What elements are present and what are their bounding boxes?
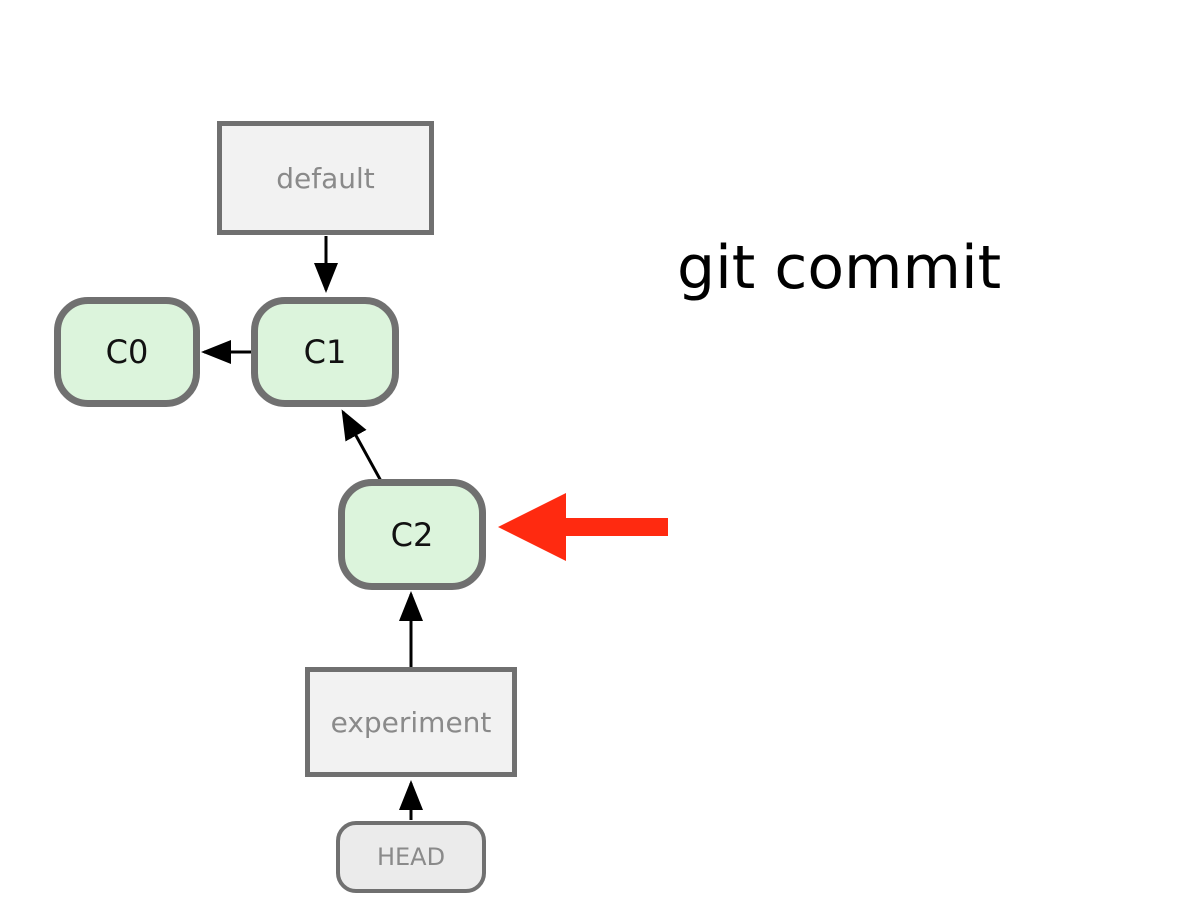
head-label: HEAD	[376, 843, 446, 871]
commit-c2-label: C2	[390, 515, 434, 554]
branch-default: default	[217, 121, 434, 235]
edge-c2-to-c1	[341, 409, 383, 482]
commit-c1-label: C1	[303, 333, 347, 371]
branch-experiment: experiment	[305, 667, 517, 777]
commit-c1: C1	[251, 297, 399, 407]
commit-c2: C2	[338, 479, 486, 590]
command-title: git commit	[677, 233, 1002, 303]
commit-c0: C0	[54, 297, 200, 407]
branch-default-label: default	[276, 161, 375, 195]
branch-experiment-label: experiment	[330, 705, 492, 739]
highlight-arrow	[498, 493, 668, 561]
commit-c0-label: C0	[105, 333, 149, 371]
head-pointer: HEAD	[336, 821, 486, 893]
